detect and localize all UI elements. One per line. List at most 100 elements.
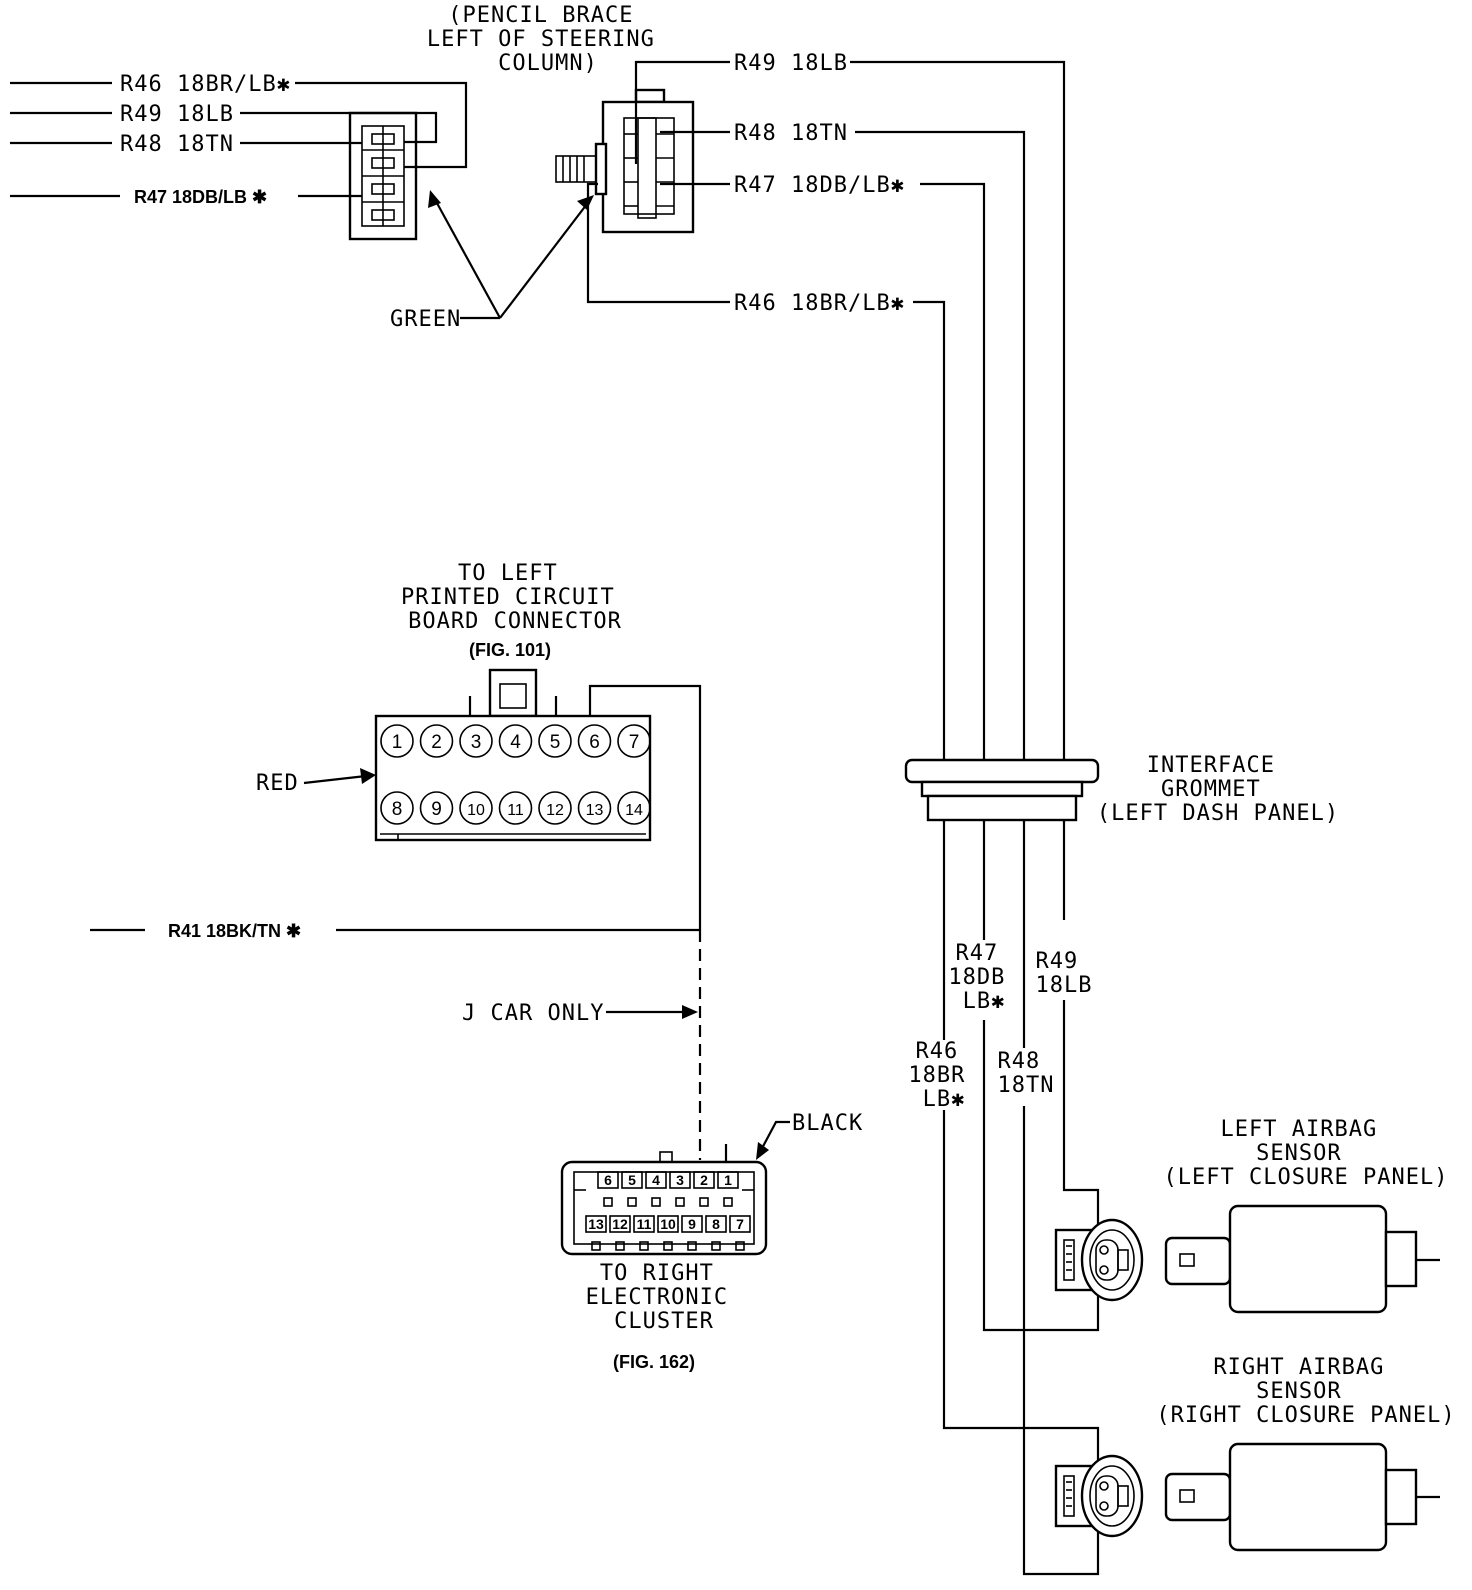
pcb-pin-2 bbox=[419, 724, 454, 758]
pcb-pin-label-5: 5 bbox=[550, 732, 561, 753]
red-callout-arrow bbox=[303, 768, 376, 785]
cluster-pin-label-4: 4 bbox=[652, 1172, 660, 1188]
r48-line-1: R48 bbox=[998, 1049, 1041, 1074]
location-line-3: COLUMN) bbox=[498, 51, 598, 76]
black-color-label: BLACK bbox=[792, 1111, 863, 1136]
pcb-pin-label-10: 10 bbox=[467, 802, 485, 819]
pcb-pin-1 bbox=[380, 724, 414, 758]
pcb-pin-13 bbox=[577, 791, 612, 825]
steering-column-connector-left bbox=[348, 111, 418, 241]
r41-wire bbox=[90, 684, 702, 1160]
cluster-pin-9 bbox=[681, 1215, 703, 1233]
cluster-pin-2 bbox=[693, 1171, 715, 1189]
left-sensor-line-3: (LEFT CLOSURE PANEL) bbox=[1164, 1165, 1449, 1190]
cluster-socket-top-1 bbox=[723, 1197, 733, 1207]
vertical-label-r47: R47 18DB LB✱ bbox=[948, 941, 1019, 1014]
steering-column-connector-right bbox=[555, 88, 695, 234]
pcb-pin-3 bbox=[459, 724, 493, 758]
cluster-pin-label-11: 11 bbox=[637, 1216, 652, 1232]
pcb-pin-label-12: 12 bbox=[546, 802, 564, 819]
cluster-pin-7 bbox=[729, 1215, 751, 1233]
pcb-title-line-3: BOARD CONNECTOR bbox=[408, 609, 622, 634]
cluster-pin-label-12: 12 bbox=[612, 1216, 628, 1232]
cluster-title-line-3: CLUSTER bbox=[614, 1309, 714, 1334]
wire-label-r46-left: R46 18BR/LB✱ bbox=[120, 72, 291, 97]
cluster-pin-3 bbox=[669, 1171, 691, 1189]
pcb-pin-label-13: 13 bbox=[586, 802, 604, 819]
cluster-socket-top-2 bbox=[699, 1197, 709, 1207]
cluster-fig-ref: (FIG. 162) bbox=[613, 1352, 695, 1372]
j-car-arrow bbox=[606, 1005, 698, 1019]
cluster-pin-label-8: 8 bbox=[712, 1216, 720, 1232]
cluster-socket-bottom-12 bbox=[615, 1241, 625, 1251]
location-line-2: LEFT OF STEERING bbox=[427, 27, 655, 52]
pcb-pin-label-11: 11 bbox=[507, 802, 524, 819]
cluster-socket-top-3 bbox=[675, 1197, 685, 1207]
pcb-pin-6 bbox=[577, 724, 612, 758]
pcb-pin-5 bbox=[538, 724, 572, 758]
r46-line-1: R46 bbox=[916, 1039, 959, 1064]
pcb-pin-label-9: 9 bbox=[431, 799, 442, 820]
pcb-pin-label-6: 6 bbox=[589, 732, 600, 753]
cluster-pin-8 bbox=[705, 1215, 727, 1233]
red-color-label: RED bbox=[256, 771, 299, 796]
r49-line-1: R49 bbox=[1036, 949, 1079, 974]
harness-below-grommet bbox=[942, 820, 1100, 1576]
pcb-title-line-1: TO LEFT bbox=[458, 561, 558, 586]
right-harness-wires bbox=[586, 60, 1066, 760]
interface-grommet bbox=[904, 758, 1100, 822]
vertical-label-r48: R48 18TN bbox=[998, 1049, 1055, 1098]
green-callout-arrows bbox=[428, 190, 594, 320]
pcb-pin-4 bbox=[498, 724, 533, 758]
wire-label-r47-left: R47 18DB/LB ✱ bbox=[134, 187, 267, 207]
cluster-pin-label-13: 13 bbox=[588, 1216, 604, 1232]
green-color-label: GREEN bbox=[390, 307, 461, 332]
cluster-title-line-1: TO RIGHT bbox=[600, 1261, 714, 1286]
right-sensor-line-2: SENSOR bbox=[1256, 1379, 1341, 1404]
cluster-socket-bottom-10 bbox=[663, 1241, 673, 1251]
cluster-pin-label-2: 2 bbox=[700, 1172, 708, 1188]
grommet-line-3: (LEFT DASH PANEL) bbox=[1097, 801, 1339, 826]
pcb-connector-body bbox=[374, 668, 652, 842]
cluster-pin-label-3: 3 bbox=[676, 1172, 684, 1188]
left-airbag-sensor-connector bbox=[1054, 1218, 1144, 1302]
cluster-pin-label-6: 6 bbox=[604, 1172, 612, 1188]
cluster-socket-bottom-13 bbox=[591, 1241, 601, 1251]
wire-label-r47-right: R47 18DB/LB✱ bbox=[734, 173, 905, 198]
left-airbag-sensor-body bbox=[1164, 1204, 1440, 1314]
location-line-1: (PENCIL BRACE bbox=[448, 3, 633, 28]
vertical-label-r46: R46 18BR LB✱ bbox=[908, 1039, 979, 1112]
cluster-socket-bottom-7 bbox=[735, 1241, 745, 1251]
r47-line-3: LB✱ bbox=[963, 989, 1006, 1014]
pcb-title-line-2: PRINTED CIRCUIT bbox=[401, 585, 615, 610]
right-sensor-line-3: (RIGHT CLOSURE PANEL) bbox=[1156, 1403, 1455, 1428]
wire-label-r48-right: R48 18TN bbox=[734, 121, 848, 146]
grommet-line-1: INTERFACE bbox=[1147, 753, 1275, 778]
cluster-connector-body bbox=[560, 1144, 768, 1256]
cluster-socket-bottom-8 bbox=[711, 1241, 721, 1251]
cluster-pin-label-5: 5 bbox=[628, 1172, 636, 1188]
cluster-title-line-2: ELECTRONIC bbox=[586, 1285, 728, 1310]
pcb-pin-label-3: 3 bbox=[471, 732, 482, 753]
right-airbag-sensor-body bbox=[1164, 1442, 1440, 1552]
r47-line-1: R47 bbox=[956, 941, 999, 966]
pcb-pin-label-4: 4 bbox=[510, 732, 521, 753]
wire-label-r48-left: R48 18TN bbox=[120, 132, 234, 157]
cluster-socket-top-4 bbox=[651, 1197, 661, 1207]
cluster-pin-label-7: 7 bbox=[736, 1216, 744, 1232]
pcb-pin-12 bbox=[538, 791, 572, 825]
grommet-line-2: GROMMET bbox=[1161, 777, 1261, 802]
cluster-pin-10 bbox=[657, 1215, 679, 1233]
pcb-pin-7 bbox=[617, 724, 651, 758]
wire-label-r46-right: R46 18BR/LB✱ bbox=[734, 291, 905, 316]
cluster-socket-bottom-9 bbox=[687, 1241, 697, 1251]
right-sensor-line-1: RIGHT AIRBAG bbox=[1213, 1355, 1384, 1380]
pcb-pin-8 bbox=[380, 791, 414, 825]
left-sensor-line-2: SENSOR bbox=[1256, 1141, 1341, 1166]
r41-wire-label: R41 18BK/TN ✱ bbox=[168, 921, 301, 941]
wire-label-r49-left: R49 18LB bbox=[120, 102, 234, 127]
cluster-pin-label-1: 1 bbox=[724, 1172, 732, 1188]
